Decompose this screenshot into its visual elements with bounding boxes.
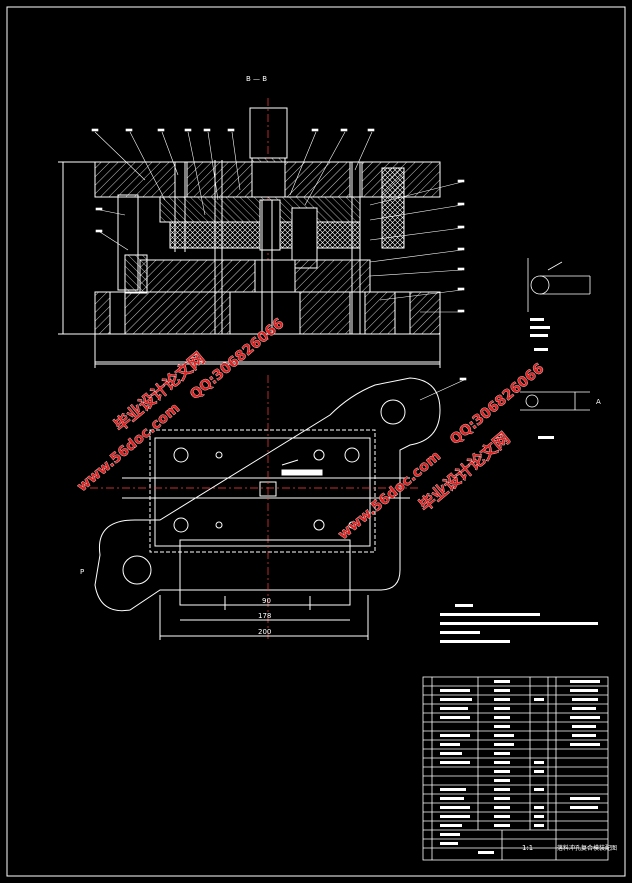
- side-label-a: A: [596, 398, 601, 406]
- part-detail-view: [527, 258, 591, 351]
- lower-die-set-outline: [154, 437, 371, 547]
- part-callouts: [91, 128, 467, 401]
- dimension-178: 178: [258, 612, 271, 620]
- strip-layout-view: [520, 391, 590, 439]
- section-label: B — B: [246, 75, 267, 83]
- title-block-scale: 1:1: [522, 844, 533, 852]
- side-label-p: P: [80, 568, 84, 576]
- section-view: [58, 98, 441, 368]
- plan-view: [90, 375, 441, 640]
- title-block-drawing-title: 落料冲孔复合模装配图: [557, 844, 617, 852]
- watermark-group-left: 毕业设计论文网 www.56doc.com QQ:306826066: [74, 315, 288, 495]
- dimension-90: 90: [262, 597, 271, 605]
- title-block-cells: [440, 680, 600, 854]
- mold-shank: [249, 107, 288, 159]
- technical-requirements: [440, 604, 598, 643]
- drawing-frame: [6, 6, 626, 877]
- title-block: [422, 676, 609, 861]
- dimension-200: 200: [258, 628, 271, 636]
